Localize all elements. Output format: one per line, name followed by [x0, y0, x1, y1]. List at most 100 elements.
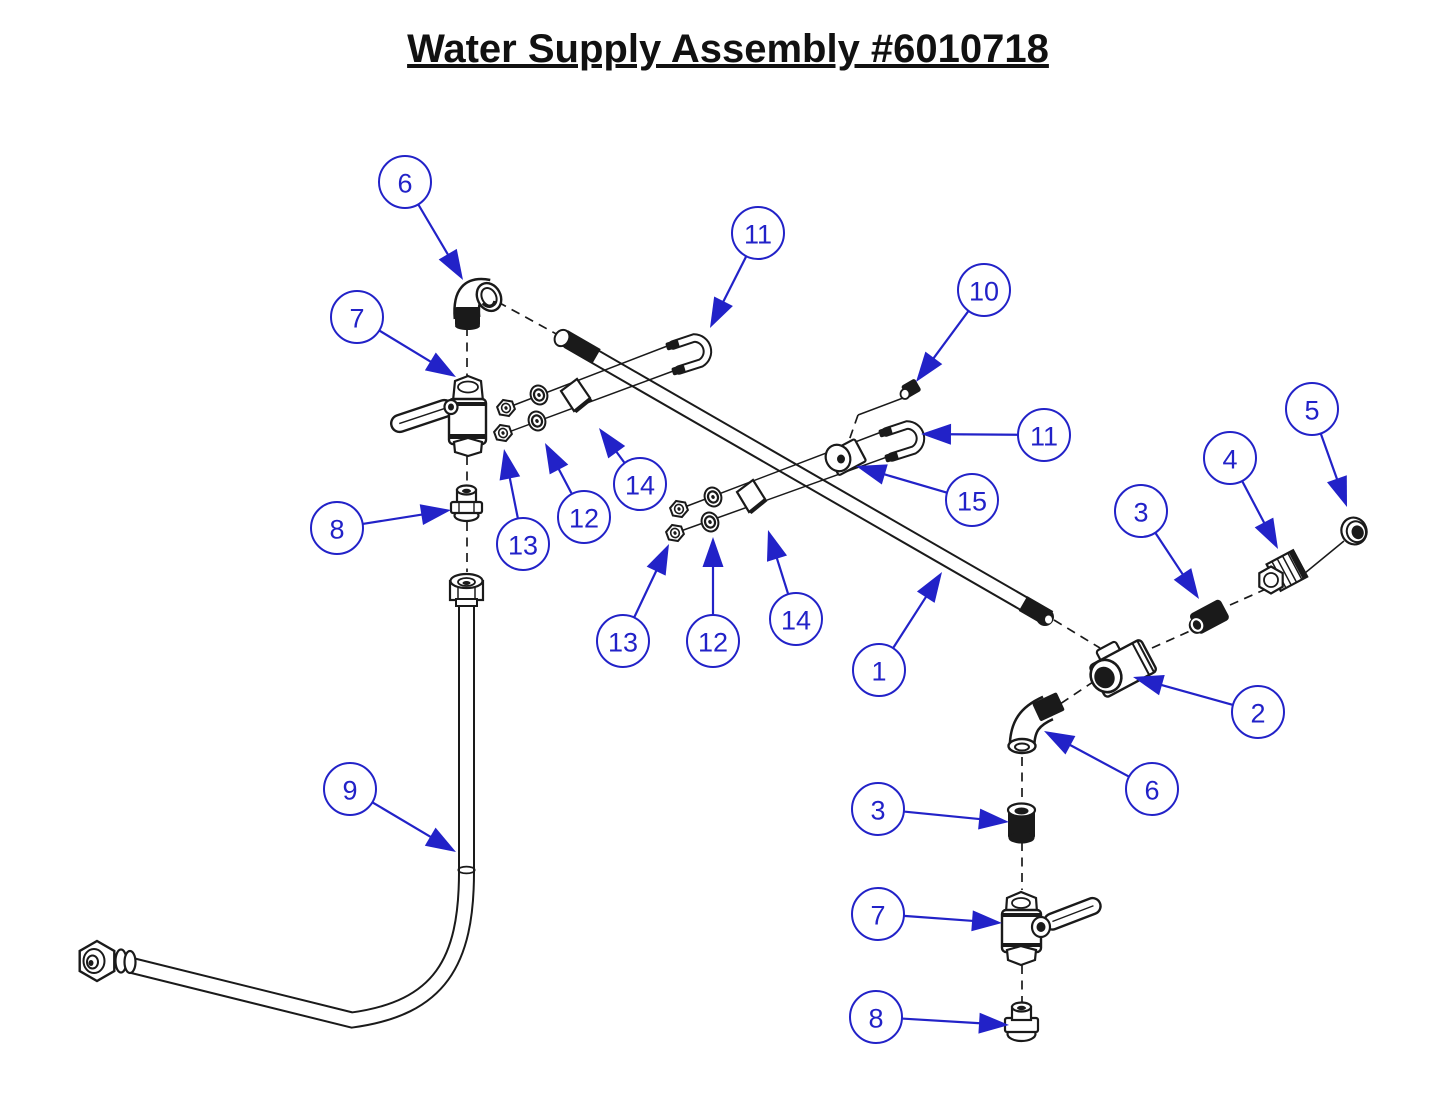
part-5-gasket — [1340, 516, 1368, 546]
callout-9: 9 — [323, 762, 456, 852]
callout-balloon — [851, 887, 905, 941]
callout-balloon — [731, 206, 785, 260]
callout-leader-line — [947, 433, 1019, 436]
callout-8: 8 — [310, 501, 451, 555]
hose-end-fitting — [78, 939, 137, 983]
callout-12: 12 — [686, 537, 740, 668]
callout-leader-line — [721, 255, 748, 305]
hardware-cluster-b — [663, 478, 768, 545]
part-2-tee-fitting — [1089, 639, 1157, 698]
callout-number: 13 — [508, 531, 538, 561]
callout-7: 7 — [330, 290, 456, 377]
callout-arrowhead — [916, 351, 943, 382]
callout-leader-line — [881, 472, 948, 494]
callout-arrowhead — [921, 423, 952, 445]
part-7-ball-valve-bottom — [1000, 890, 1102, 967]
callout-10: 10 — [916, 263, 1011, 382]
callout-6: 6 — [378, 155, 463, 280]
callout-leader-line — [892, 594, 929, 649]
callout-arrowhead — [766, 530, 788, 562]
callout-balloon — [1285, 382, 1339, 436]
callout-balloon — [613, 457, 667, 511]
page-title: Water Supply Assembly #6010718 — [407, 27, 1049, 71]
callout-leader-line — [508, 475, 519, 519]
callout-arrowhead — [545, 443, 569, 475]
hose-joint-ring — [457, 865, 476, 875]
callout-12: 12 — [545, 443, 611, 544]
callout-7: 7 — [851, 887, 1002, 941]
callout-number: 14 — [625, 471, 655, 501]
part-8-fitting-left — [449, 484, 484, 523]
callout-11: 11 — [921, 408, 1071, 462]
callout-number: 3 — [870, 796, 885, 826]
callout-number: 10 — [969, 277, 999, 307]
callout-arrowhead — [978, 1012, 1009, 1034]
valve-handle — [1043, 896, 1102, 931]
callout-balloon — [496, 517, 550, 571]
callout-balloon — [323, 762, 377, 816]
callout-arrowhead — [438, 248, 463, 280]
callout-number: 13 — [608, 628, 638, 658]
callout-balloon — [945, 473, 999, 527]
callout-4: 4 — [1203, 431, 1278, 549]
callout-arrowhead — [419, 504, 451, 526]
hose-swivel-nut — [448, 572, 485, 607]
callout-leader-line — [1154, 532, 1186, 578]
part-4-knurled-nut — [1258, 548, 1309, 595]
part-15-spacer — [824, 438, 867, 476]
callout-2: 2 — [1133, 674, 1285, 739]
callout-leader-line — [371, 801, 434, 840]
callout-13: 13 — [496, 449, 550, 571]
part-14-plate — [559, 377, 592, 413]
part-1-supply-tube — [553, 328, 1054, 626]
callout-leader-line — [931, 310, 970, 361]
callout-balloon — [1114, 484, 1168, 538]
callout-arrowhead — [971, 910, 1002, 932]
callout-number: 7 — [349, 304, 364, 334]
part-10-set-screw — [899, 379, 921, 400]
callout-arrowhead — [702, 537, 724, 567]
callout-leader-line — [633, 567, 659, 618]
callout-leader-line — [1319, 433, 1339, 482]
callout-number: 1 — [871, 657, 886, 687]
part-11-u-bolt-upper — [665, 333, 713, 376]
callout-balloon — [1231, 685, 1285, 739]
part-12-washer — [697, 508, 723, 536]
callout-leader-line — [775, 555, 790, 595]
callout-number: 15 — [957, 487, 987, 517]
callout-arrowhead — [1327, 475, 1347, 507]
callout-arrowhead — [1173, 568, 1199, 599]
part-13-nut — [494, 396, 518, 420]
callout-14: 14 — [599, 428, 667, 511]
part-12-washer — [700, 483, 726, 511]
callout-11: 11 — [710, 206, 785, 328]
callout-number: 7 — [870, 901, 885, 931]
callout-arrowhead — [424, 352, 456, 377]
callout-leader-line — [362, 513, 425, 526]
callout-number: 6 — [397, 169, 412, 199]
callout-leader-line — [1241, 480, 1267, 526]
callout-1: 1 — [852, 572, 942, 697]
callout-number: 14 — [781, 606, 811, 636]
callout-leader-line — [556, 466, 573, 495]
callout-number: 11 — [744, 220, 772, 250]
callout-number: 6 — [1144, 776, 1159, 806]
callout-number: 12 — [569, 504, 599, 534]
callout-balloon — [330, 290, 384, 344]
part-13-nut — [491, 421, 515, 445]
callout-balloon — [1125, 762, 1179, 816]
part-12-washer — [526, 381, 552, 409]
callout-balloon — [849, 990, 903, 1044]
callout-5: 5 — [1285, 382, 1347, 507]
callout-15: 15 — [856, 464, 999, 527]
part-7-ball-valve-top — [390, 374, 488, 458]
callout-arrowhead — [1133, 674, 1165, 696]
callout-arrowhead — [856, 464, 888, 485]
callout-number: 8 — [329, 515, 344, 545]
callout-arrowhead — [1254, 517, 1278, 549]
part-8-fitting-bottom — [1003, 1001, 1040, 1043]
part-11-u-bolt-lower — [878, 420, 926, 463]
callout-number: 3 — [1133, 498, 1148, 528]
